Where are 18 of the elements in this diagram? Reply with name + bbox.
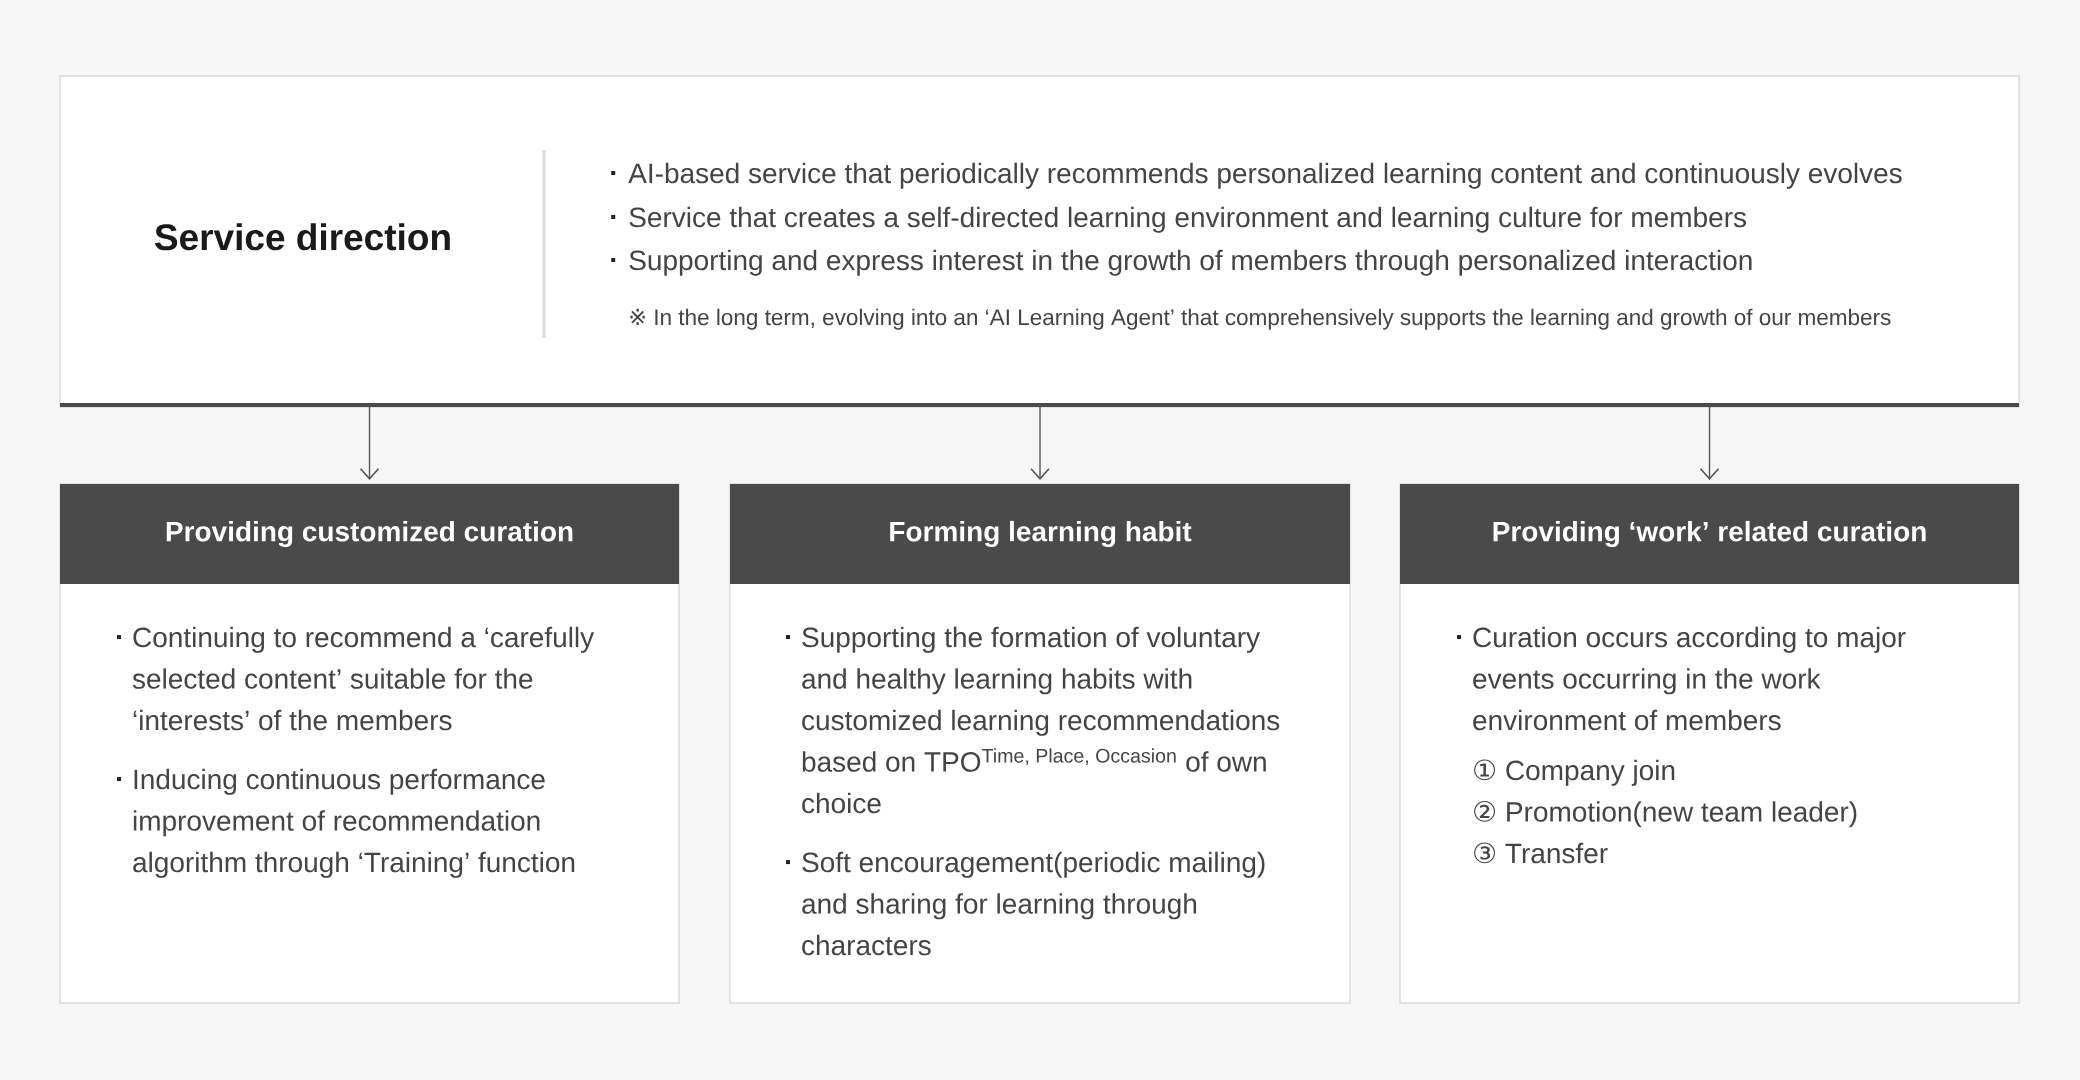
bullet-text: Continuing to recommend a ‘carefully selected content’ suitable for the ‘interests’ of the members (117, 626, 595, 731)
arrow (359, 406, 380, 480)
list-item: ① Company join (1474, 759, 1675, 786)
arrow (1030, 406, 1050, 480)
arrow (1699, 406, 1720, 480)
bullet-text: Supporting and express interest in the growth of members through personalized interaction (611, 249, 1752, 276)
bullet-text: Service that creates a self-directed learning environment and learning culture for members (611, 206, 1746, 233)
bullet-text: Inducing continuous performance improvement of recommendation algorithm through ‘Training’ function (117, 768, 575, 878)
bullet-text: Curation occurs according to major events occurring in the work environment of members (1457, 626, 1906, 731)
card-header: Forming learning habit (730, 484, 1350, 584)
card-header: Providing customized curation (60, 484, 679, 584)
list-item: ② Promotion(new team leader) (1474, 800, 1857, 828)
bullet-text: Soft encouragement(periodic mailing) and sharing for learning through characters (786, 851, 1265, 956)
note-text: ※ In the long term, evolving into an ‘AI Learning Agent’ that comprehensively supports the learning and growth of our members (630, 308, 1891, 330)
card-header: Providing ‘work’ related curation (1400, 484, 2019, 584)
heading: Service direction (155, 223, 450, 251)
list-item: ③ Transfer (1474, 842, 1608, 864)
bullet-text: AI-based service that periodically recommends personalized learning content and continuously evolves (611, 162, 1902, 189)
